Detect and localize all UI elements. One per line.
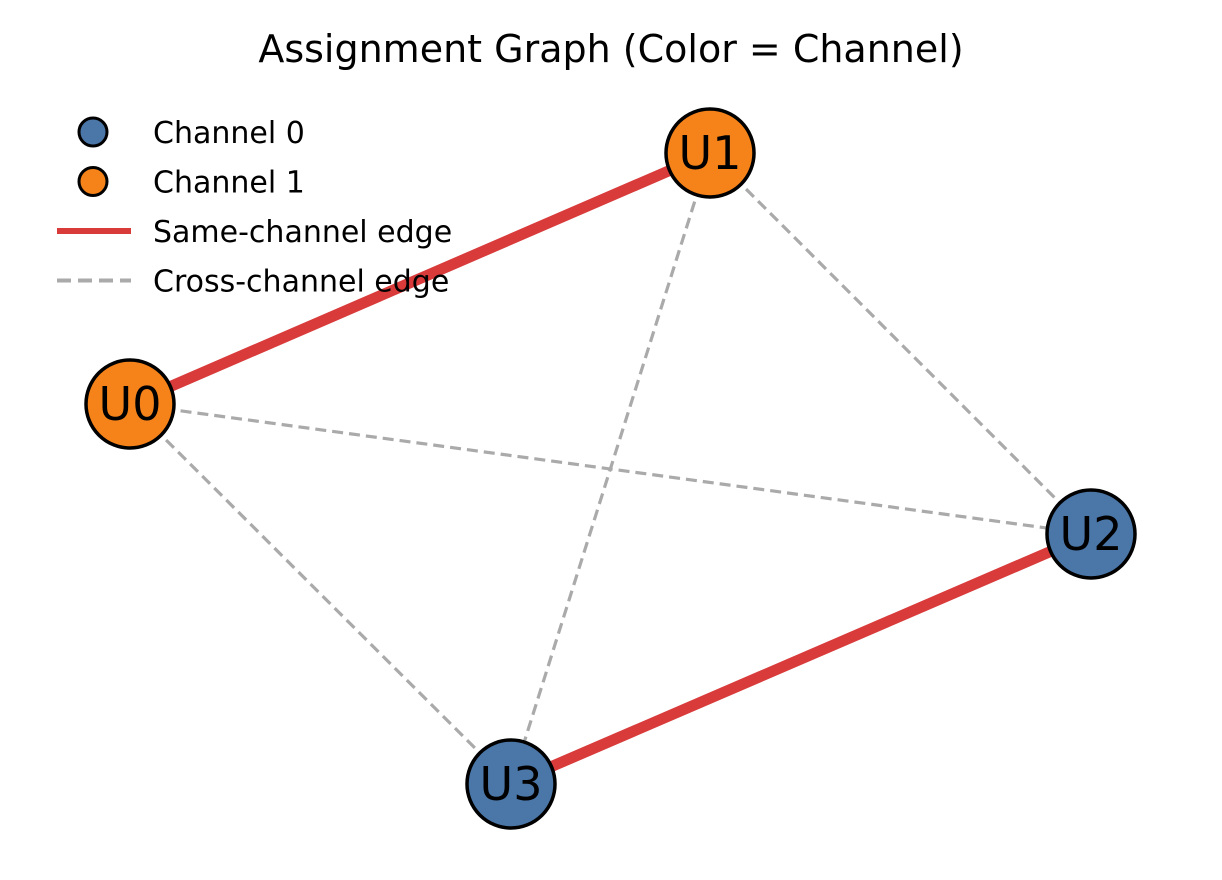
edge-u0-u3 — [128, 402, 513, 786]
legend-entry-channel-0: Channel 0 — [77, 116, 305, 151]
legend: Channel 0 Channel 1 Same-channel edgeCross… — [57, 116, 452, 300]
edge-u1-u2 — [708, 151, 1093, 536]
node-label: U0 — [99, 377, 162, 431]
edge-u1-u3 — [509, 152, 712, 785]
node-circle — [465, 738, 557, 830]
node-label: U2 — [1060, 507, 1123, 561]
legend-label: Cross-channel edge — [153, 265, 449, 300]
edge-u2-u3 — [508, 528, 1094, 790]
node-u1: U1 — [664, 107, 756, 199]
legend-entry-channel-1: Channel 1 — [77, 166, 305, 201]
legend-entry-cross-channel-edge: Cross-channel edge — [57, 265, 449, 300]
legend-marker — [77, 116, 109, 148]
node-label: U1 — [679, 126, 742, 180]
node-u2: U2 — [1045, 488, 1137, 580]
node-u0: U0 — [84, 358, 176, 450]
graph-title: Assignment Graph (Color = Channel) — [258, 27, 963, 71]
node-circle — [664, 107, 756, 199]
node-circle — [1045, 488, 1137, 580]
legend-label: Channel 1 — [153, 166, 305, 201]
node-u3: U3 — [465, 738, 557, 830]
node-label: U3 — [480, 757, 543, 811]
legend-marker — [77, 166, 109, 197]
edges-layer — [127, 147, 1094, 790]
legend-label: Channel 0 — [153, 116, 305, 151]
edge-u0-u1 — [127, 147, 713, 410]
legend-entry-same-channel-edge: Same-channel edge — [57, 215, 452, 250]
legend-label: Same-channel edge — [153, 215, 452, 250]
node-circle — [84, 358, 176, 450]
